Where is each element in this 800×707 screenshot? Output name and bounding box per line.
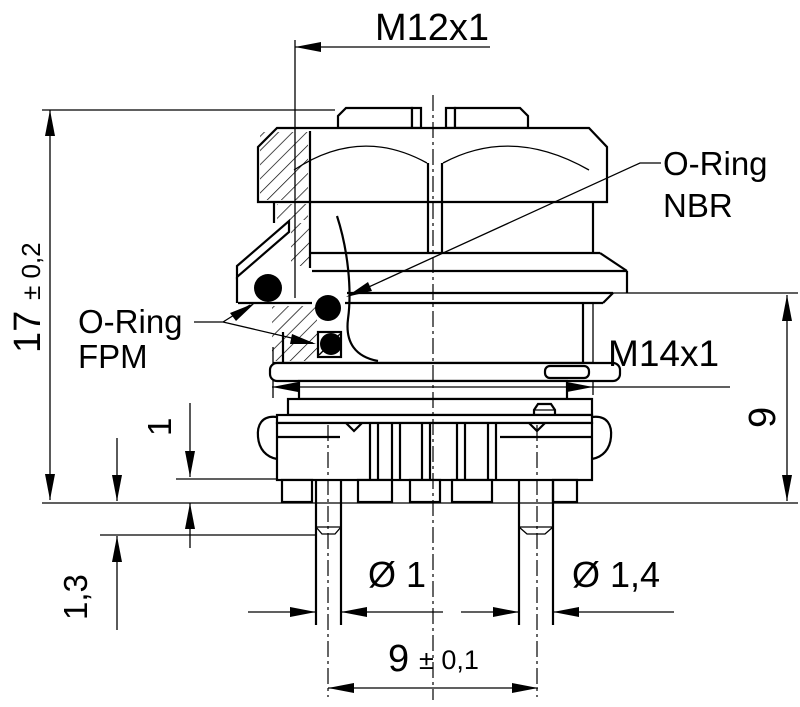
label-17-tol: ± 0,2 [16, 242, 46, 300]
labels: M12x1 O-Ring NBR O-Ring FPM M14x1 17 ± 0… [7, 7, 784, 680]
m14-arrow-left [272, 382, 298, 392]
housing-notch-left [345, 422, 363, 433]
coding-key-left-small [410, 106, 423, 130]
band-chamfer-right [599, 252, 628, 272]
coding-key-right-small [444, 106, 457, 130]
label-oring-fpm-1: O-Ring [78, 303, 183, 340]
housing-rim [275, 413, 594, 425]
seat-chamfer-right [602, 292, 614, 304]
h1-arrow-up [185, 503, 195, 529]
pitch-arrow-left [328, 683, 354, 693]
label-m14x1: M14x1 [608, 333, 719, 374]
label-pitch-tol: ± 0,1 [419, 645, 479, 675]
dia1-arrow-right [341, 607, 367, 617]
hatch-mid [291, 223, 309, 266]
h9-arrow-bottom [782, 475, 792, 501]
nbr-leader-arrow [346, 282, 372, 297]
label-dia-1-4: Ø 1,4 [572, 554, 660, 595]
m14-arrow-right [567, 382, 593, 392]
coding-key-left [336, 106, 414, 130]
h17-arrow-bottom [45, 474, 55, 500]
label-17: 17 [7, 311, 49, 353]
hex-flat-arc-right [442, 145, 590, 171]
housing-slot-lines [277, 423, 592, 480]
dia14-arrow-right [553, 607, 579, 617]
o-ring-fpm-small [320, 333, 342, 355]
coding-key-right [453, 106, 530, 130]
label-oring-nbr-2: NBR [663, 187, 733, 224]
seal-detail [543, 364, 591, 380]
pin-right [517, 480, 555, 625]
hatch-neck [277, 204, 308, 220]
label-dia-1: Ø 1 [368, 554, 426, 595]
h13-arrow-up [112, 536, 122, 562]
lock-washer [235, 218, 291, 280]
dia1-arrow-left [290, 607, 316, 617]
label-oring-nbr-1: O-Ring [663, 145, 768, 182]
dia14-arrow-left [493, 607, 519, 617]
o-rings [254, 274, 342, 355]
fpm-leader-arrow-lower [290, 334, 316, 344]
label-9-right: 9 [742, 407, 784, 428]
h9-arrow-top [782, 295, 792, 321]
snap-hook-left [256, 415, 278, 461]
label-1-3: 1,3 [57, 574, 94, 620]
o-ring-fpm-large [254, 274, 282, 302]
m12-arrow [295, 42, 321, 52]
label-oring-fpm-2: FPM [78, 338, 148, 375]
centerlines [327, 95, 538, 700]
nbr-leader-line [348, 162, 661, 297]
fpm-leader-arrow-upper [230, 303, 255, 321]
pin-left [314, 480, 343, 625]
snap-hook-right [591, 415, 613, 461]
lower-housing [275, 421, 594, 482]
h1-arrow-down [185, 451, 195, 477]
dimensions [42, 40, 798, 693]
h17-arrow-top [45, 110, 55, 136]
label-m12x1: M12x1 [375, 7, 489, 49]
h13-arrow-down [112, 475, 122, 501]
label-pitch-9: 9 [388, 638, 409, 680]
standoff-feet [280, 478, 579, 504]
pitch-arrow-right [512, 683, 538, 693]
hatch-lower [272, 306, 317, 361]
o-ring-nbr [315, 295, 341, 321]
hatch-upper [260, 132, 308, 200]
bore-funnel-curve [335, 215, 379, 363]
label-1: 1 [141, 418, 178, 436]
